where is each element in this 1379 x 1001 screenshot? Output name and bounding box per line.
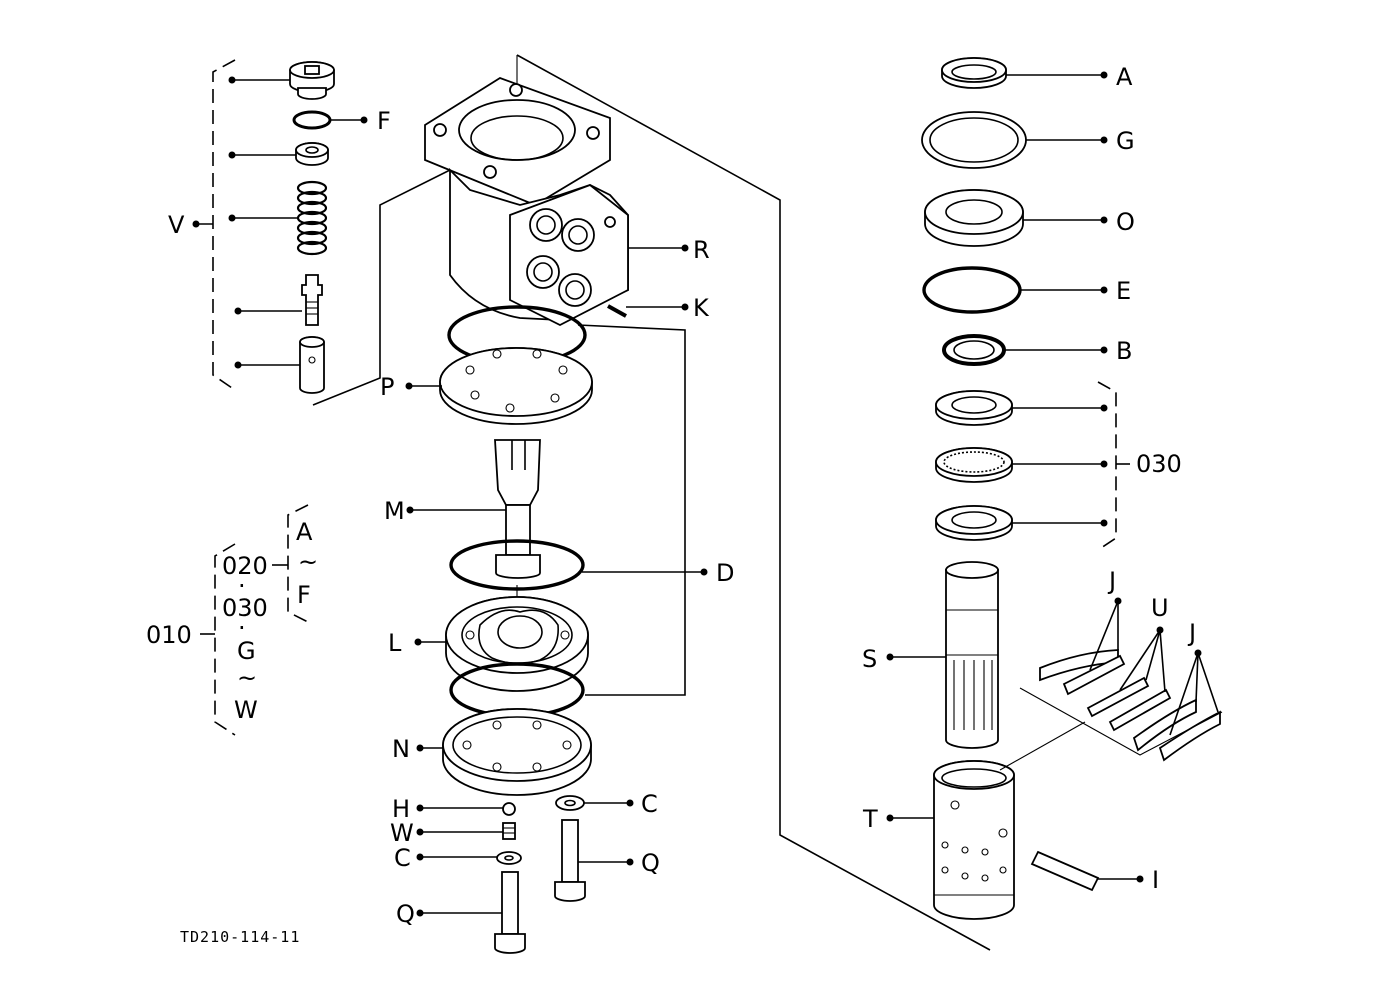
assembly-guide-lines	[312, 54, 991, 951]
label-q-right: Q	[641, 849, 660, 877]
label-u: U	[1151, 594, 1169, 622]
label-t: T	[862, 805, 878, 833]
valve-housing	[424, 77, 629, 327]
label-c-left: C	[394, 844, 411, 872]
label-030-left: 030	[222, 594, 268, 622]
label-j-left: J	[1107, 567, 1116, 595]
label-a: A	[1116, 63, 1133, 91]
label-v: V	[168, 211, 185, 239]
label-w-range: W	[234, 696, 258, 724]
label-f-range: F	[297, 581, 311, 609]
drawing-code: TD210-114-11	[180, 928, 300, 946]
label-s: S	[862, 645, 877, 673]
label-h: H	[392, 795, 410, 823]
label-dot-2: ·	[238, 614, 246, 642]
label-p: P	[380, 373, 394, 401]
label-m: M	[384, 497, 405, 525]
center-leaders	[405, 244, 708, 917]
label-tilde-2: ~	[298, 548, 318, 576]
label-i: I	[1152, 866, 1159, 894]
label-g: G	[1116, 127, 1135, 155]
label-dot-1: ·	[238, 572, 246, 600]
assembly-group-bracket	[200, 504, 309, 736]
label-o: O	[1116, 208, 1135, 236]
spool-assembly	[921, 57, 1223, 920]
label-l: L	[388, 629, 402, 657]
label-j-right: J	[1187, 619, 1196, 647]
label-030-right: 030	[1136, 450, 1182, 478]
label-k: K	[693, 294, 710, 322]
plate-p	[439, 347, 593, 425]
relief-valve-group	[192, 59, 368, 394]
label-tilde-1: ~	[237, 664, 257, 692]
label-f: F	[377, 107, 391, 135]
drive-shaft	[494, 439, 541, 579]
label-d: D	[716, 559, 734, 587]
label-g-range: G	[237, 637, 256, 665]
right-leaders	[886, 71, 1219, 883]
part-labels: V F R K P M D L N H W C Q C Q A G O E B …	[146, 63, 1196, 946]
gerotor-l	[445, 596, 589, 692]
label-n: N	[392, 735, 410, 763]
spring-icon	[296, 180, 328, 256]
label-w: W	[390, 819, 414, 847]
label-q-left: Q	[396, 900, 415, 928]
label-b: B	[1116, 337, 1132, 365]
fastener-parts	[494, 795, 586, 954]
label-010: 010	[146, 621, 192, 649]
end-cap-n	[442, 708, 592, 796]
label-a-range: A	[296, 518, 313, 546]
label-r: R	[693, 236, 710, 264]
label-020: 020	[222, 552, 268, 580]
label-c-right: C	[641, 790, 658, 818]
label-e: E	[1116, 277, 1131, 305]
